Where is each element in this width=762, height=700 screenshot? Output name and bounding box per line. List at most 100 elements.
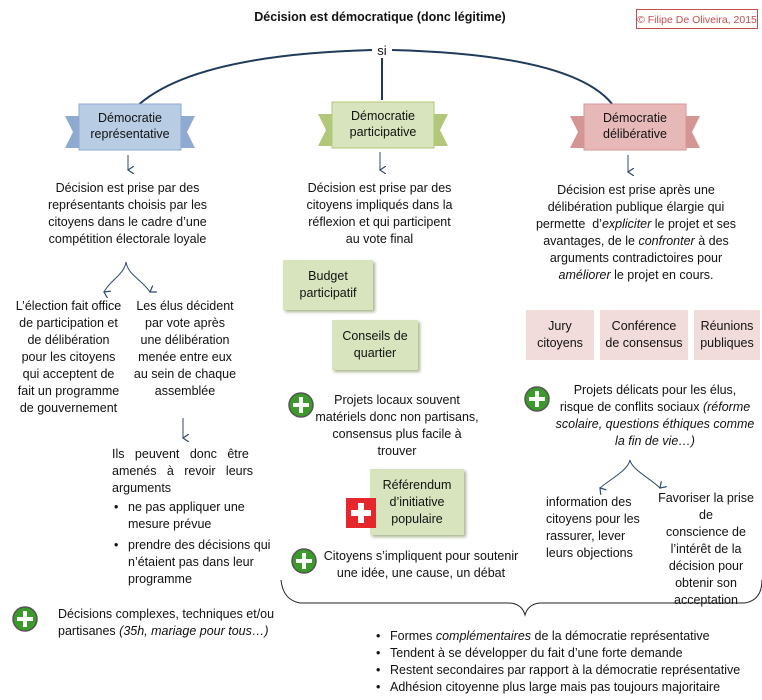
text-line: scolaire, questions éthiques comme <box>552 416 758 433</box>
banner-participative: Démocratie participative <box>318 98 448 154</box>
text-line: de participation et <box>19 316 118 330</box>
plus-icon <box>12 606 38 632</box>
text-line: représentants choisis par les <box>47 198 208 212</box>
list-item: Restent secondaires par rapport à la dém… <box>376 662 760 679</box>
text-line: une idée, une cause, un débat <box>336 566 506 580</box>
banner-deliberative: Démocratie délibérative <box>570 100 700 156</box>
participative-description: Décision est prise par des citoyens impl… <box>292 180 467 248</box>
text-line: Ils peuvent donc être <box>112 447 249 461</box>
banner-participative-line2: participative <box>349 125 417 139</box>
text-line: partisanes (35h, mariage pour tous…) <box>58 623 298 640</box>
text-span: partisanes <box>58 624 120 638</box>
text-line: rassurer, lever <box>546 529 626 543</box>
conseils-quartier-box: Conseils de quartier <box>332 320 418 370</box>
italic-text: améliorer <box>558 268 611 282</box>
text-line: Favoriser la prise de <box>658 491 754 522</box>
banner-representative-line1: Démocratie <box>98 111 162 125</box>
italic-text: la fin de vie…) <box>615 434 695 448</box>
text-line: arguments <box>112 481 172 495</box>
text-line: délibération publique élargie qui <box>547 200 725 214</box>
text-line: publiques <box>700 336 754 350</box>
italic-text: expliciter <box>601 217 652 231</box>
text-line: assemblée <box>154 384 216 398</box>
text-line: Citoyens s’impliquent pour soutenir <box>323 549 519 563</box>
text-line: citoyens dans le cadre d’une <box>48 215 207 229</box>
copyright-badge: © Filipe De Oliveira, 2015 <box>636 9 758 29</box>
text-line: permette d’expliciter le projet et ses <box>518 216 754 233</box>
list-item: Tendent à se développer du fait d’une fo… <box>376 645 760 662</box>
text-line: acceptation <box>674 593 738 607</box>
text-span: permette d’ <box>535 217 602 231</box>
text-line: l’intérêt de la <box>670 542 742 556</box>
text-line: citoyens pour les <box>546 512 640 526</box>
text-line: au sein de chaque <box>133 367 237 381</box>
text-line: qui acceptent de <box>22 367 115 381</box>
text-line: risque de conflits sociaux (réforme <box>552 399 758 416</box>
text-line: une délibération <box>140 333 230 347</box>
text-line: citoyens impliqués dans la <box>306 198 453 212</box>
text-line: pour les citoyens <box>21 350 116 364</box>
deliberative-awareness-branch: Favoriser la prise de conscience de l’in… <box>650 490 762 609</box>
text-line: réflexion et qui participent <box>308 215 451 229</box>
text-line: consensus plus facile à trouver <box>332 427 462 458</box>
italic-text: complémentaires <box>435 629 532 643</box>
representative-consequence: Ils peuvent donc être amenés à revoir le… <box>112 446 280 588</box>
text-line: par vote après <box>145 316 225 330</box>
deliberative-advantage: Projets délicats pour les élus, risque d… <box>552 382 758 450</box>
text-span: avantages, de le <box>543 234 639 248</box>
text-line: quartier <box>353 346 397 360</box>
representative-description: Décision est prise par des représentants… <box>30 180 225 248</box>
text-line: menée entre eux <box>138 350 232 364</box>
text-line: améliorer le projet en cours. <box>518 267 754 284</box>
text-span: le projet et ses <box>651 217 737 231</box>
text-line: Réunions <box>700 319 754 333</box>
text-span: à des <box>694 234 729 248</box>
text-line: arguments contradictoires pour <box>549 251 723 265</box>
text-line: Décision est prise par des <box>307 181 452 195</box>
text-line: Décision est prise par des <box>55 181 200 195</box>
text-line: de délibération <box>27 333 110 347</box>
text-line: Jury <box>548 319 572 333</box>
list-item: ne pas appliquer une mesure prévue <box>114 499 280 533</box>
reunions-publiques-box: Réunions publiques <box>694 310 760 360</box>
connector-label: si <box>373 43 391 58</box>
participative-advantage-2: Citoyens s’impliquent pour soutenir une … <box>316 548 526 582</box>
plus-icon <box>291 548 317 574</box>
text-line: citoyens <box>537 336 583 350</box>
text-line: Budget <box>308 269 348 283</box>
text-line: la fin de vie…) <box>552 433 758 450</box>
text-span: de la démocratie représentative <box>531 629 710 643</box>
italic-text: (35h, mariage pour tous…) <box>119 624 269 638</box>
text-line: fait un programme <box>17 384 120 398</box>
banner-representative: Démocratie représentative <box>65 100 195 156</box>
deliberative-information-branch: information des citoyens pour les rassur… <box>546 494 651 562</box>
representative-advantage: Décisions complexes, techniques et/ou pa… <box>58 606 298 640</box>
plus-icon <box>524 386 550 412</box>
text-span: le projet en cours. <box>610 268 714 282</box>
text-line: de gouvernement <box>19 401 118 415</box>
text-line: amenés à revoir leurs <box>112 464 254 478</box>
text-line: conscience de <box>666 525 746 539</box>
diagram-title: Décision est démocratique (donc légitime… <box>254 10 506 24</box>
swiss-flag-icon <box>346 498 376 528</box>
text-line: Décision est prise après une <box>557 183 715 197</box>
text-line: de consensus <box>605 336 683 350</box>
text-line: avantages, de le confronter à des <box>518 233 754 250</box>
text-line: information des <box>546 495 632 509</box>
text-line: Référendum <box>382 477 452 492</box>
text-line: Conseils de <box>342 329 408 343</box>
list-item: Formes complémentaires de la démocratie … <box>376 628 760 645</box>
banner-participative-line1: Démocratie <box>351 109 415 123</box>
text-span: Tendent à se développer du fait d’une fo… <box>390 646 683 660</box>
italic-text: (réforme <box>702 400 751 414</box>
text-line: Décisions complexes, techniques et/ou <box>58 607 275 621</box>
text-line: obtenir son <box>675 576 737 590</box>
text-span: Restent secondaires par rapport à la dém… <box>390 663 741 677</box>
banner-deliberative-line2: délibérative <box>603 127 667 141</box>
representative-election-branch: L’élection fait office de participation … <box>6 298 131 417</box>
italic-text: confronter <box>638 234 695 248</box>
